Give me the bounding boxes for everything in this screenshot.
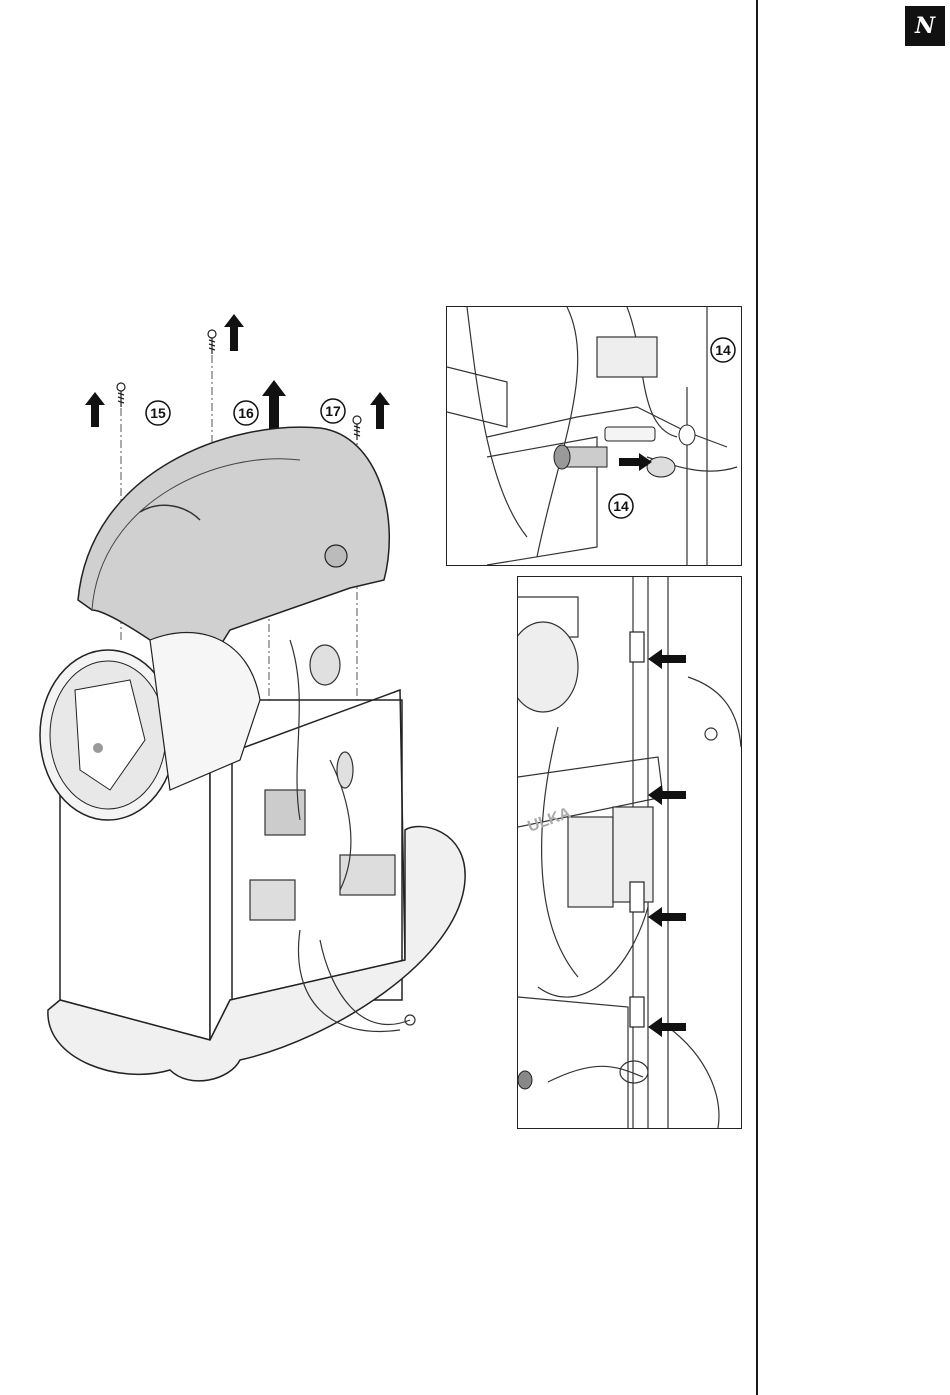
page-divider bbox=[756, 0, 758, 1395]
svg-text:ULKA: ULKA bbox=[526, 804, 574, 835]
up-arrow-icon bbox=[85, 392, 105, 427]
callout-15: 15 bbox=[150, 405, 166, 421]
left-arrow-icon bbox=[648, 649, 686, 669]
cable-clips-illustration: ULKA bbox=[518, 577, 741, 1128]
left-arrow-icon bbox=[648, 1017, 686, 1037]
top-cover bbox=[78, 427, 389, 670]
screw-icon bbox=[117, 383, 125, 407]
screw-icon bbox=[353, 416, 361, 440]
sensor-detail-illustration: 14 14 bbox=[447, 307, 741, 565]
left-arrow-icon bbox=[648, 907, 686, 927]
up-arrow-icon bbox=[224, 314, 244, 351]
callout-14-bottom: 14 bbox=[613, 498, 629, 514]
detail-inset-cable-clips: ULKA bbox=[517, 576, 742, 1129]
logo-letter: N bbox=[915, 13, 935, 39]
callout-14-top: 14 bbox=[715, 342, 731, 358]
callout-16: 16 bbox=[238, 405, 254, 421]
main-callouts: 15 16 17 bbox=[146, 399, 345, 425]
screw-icon bbox=[208, 330, 216, 354]
up-arrow-icon bbox=[370, 392, 390, 429]
detail-inset-sensor: 14 14 bbox=[446, 306, 742, 566]
nespresso-logo: N bbox=[905, 6, 945, 46]
left-arrow-icon bbox=[648, 785, 686, 805]
callout-17: 17 bbox=[325, 403, 341, 419]
